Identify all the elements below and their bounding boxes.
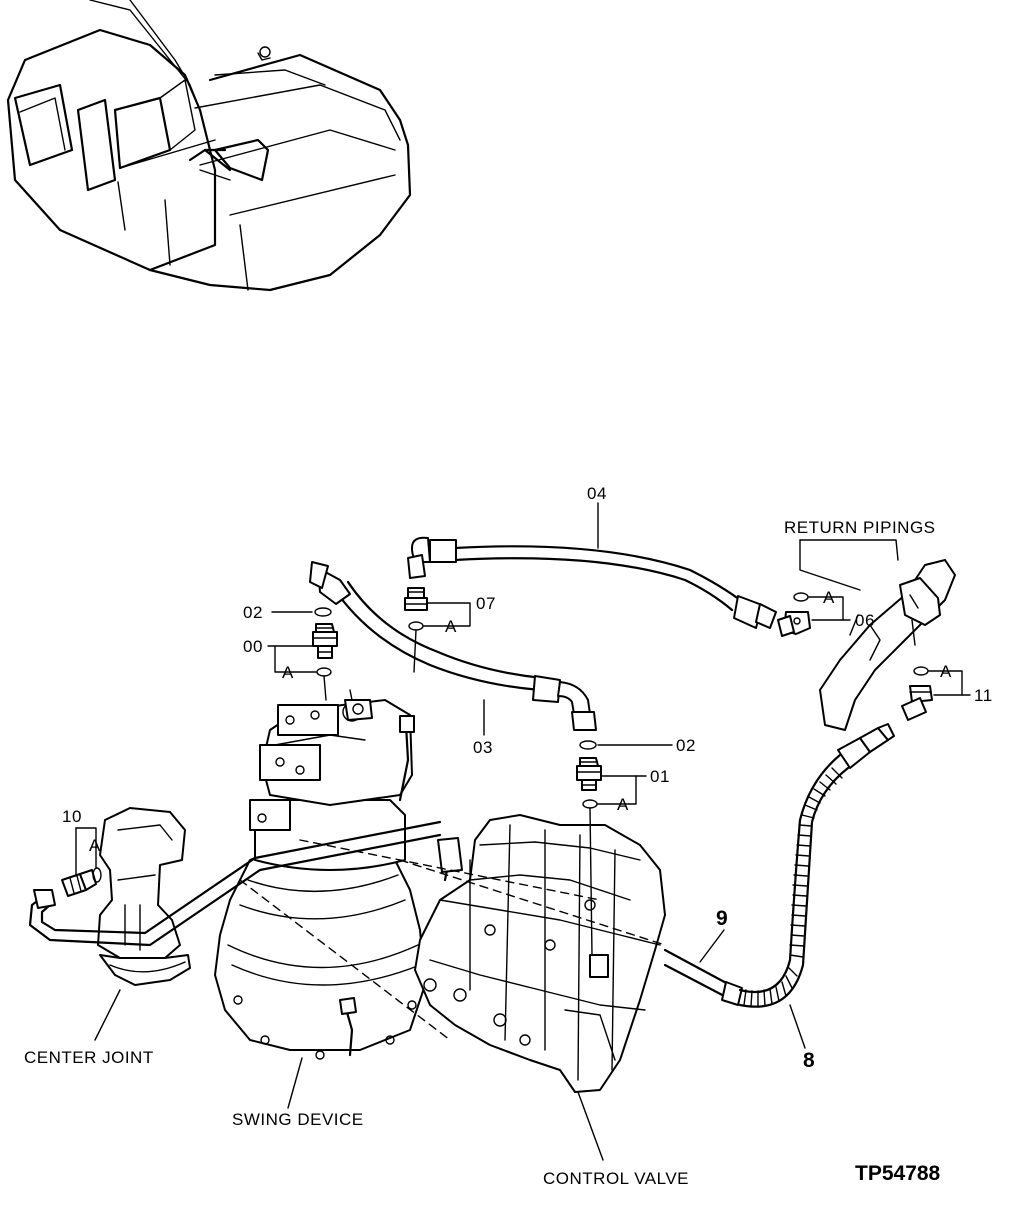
hose-04 <box>407 536 777 629</box>
figure-code: TP54788 <box>855 1162 941 1185</box>
ref-a-01: A <box>617 795 629 814</box>
callout-02-upper: 02 <box>243 603 263 622</box>
hose-8-9 <box>663 723 895 1008</box>
part-callouts: 02 00 04 07 03 02 01 06 11 10 9 8 <box>62 484 993 1072</box>
label-control-valve: CONTROL VALVE <box>543 1169 689 1188</box>
callout-00: 00 <box>243 637 263 656</box>
callout-06: 06 <box>855 611 875 630</box>
ref-a-00: A <box>282 663 294 682</box>
leader-lines <box>75 502 971 1161</box>
ref-a-07: A <box>445 617 457 636</box>
callout-04: 04 <box>587 484 607 503</box>
label-swing-device: SWING DEVICE <box>232 1110 364 1129</box>
callout-10: 10 <box>62 807 82 826</box>
center-joint <box>97 807 191 986</box>
excavator-locator-view <box>6 0 412 292</box>
callout-07: 07 <box>476 594 496 613</box>
callout-03: 03 <box>473 738 493 757</box>
label-center-joint: CENTER JOINT <box>24 1048 154 1067</box>
ref-a-11: A <box>940 662 952 681</box>
reference-a-labels: A A A A A A <box>89 588 952 855</box>
callout-01: 01 <box>650 767 670 786</box>
callout-8: 8 <box>803 1049 815 1072</box>
control-valve <box>414 814 666 1093</box>
fittings <box>61 587 933 956</box>
hose-03 <box>309 561 597 731</box>
component-labels: CENTER JOINT SWING DEVICE CONTROL VALVE … <box>24 518 936 1188</box>
callout-11: 11 <box>974 686 993 705</box>
swing-device <box>214 689 426 1060</box>
pipe-center-joint-to-valve <box>28 820 666 1041</box>
callout-9: 9 <box>716 907 728 930</box>
return-pipings <box>819 559 956 731</box>
ref-a-10: A <box>89 836 101 855</box>
label-return-pipings: RETURN PIPINGS <box>784 518 936 537</box>
callout-02-lower: 02 <box>676 736 696 755</box>
ref-a-06: A <box>823 588 835 607</box>
